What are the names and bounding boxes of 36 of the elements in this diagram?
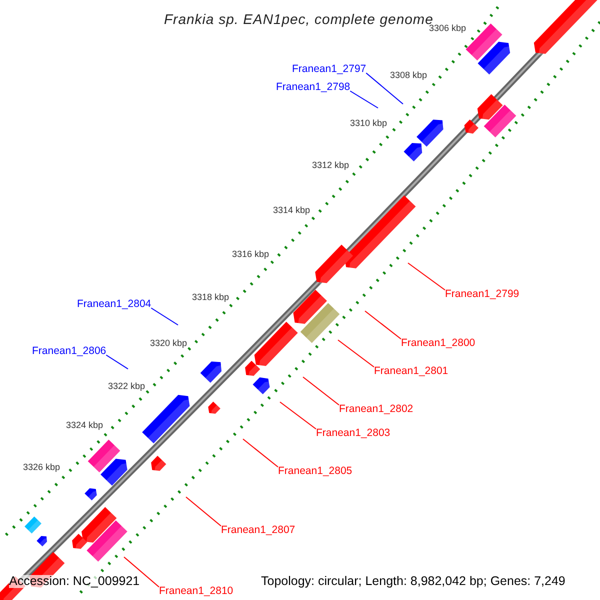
tick-label: 3326 kbp	[23, 463, 60, 472]
tick-label: 3324 kbp	[66, 421, 104, 430]
tick-label: 3314 kbp	[273, 206, 310, 215]
gene-label: Franean1_2804	[77, 297, 152, 311]
tick-label: 3316 kbp	[232, 250, 270, 259]
gene-label: Franean1_2798	[276, 80, 350, 94]
leader-line	[150, 308, 178, 326]
leader-line	[408, 262, 446, 290]
gene-label: Franean1_2806	[32, 344, 106, 358]
leader-line	[124, 556, 160, 588]
tick-label: 3320 kbp	[150, 339, 188, 348]
leader-line	[186, 496, 222, 526]
leader-line	[302, 376, 340, 406]
tick-label: 3310 kbp	[350, 119, 388, 128]
gene-label: Franean1_2805	[278, 464, 352, 478]
gene-label: Franean1_2810	[159, 584, 234, 598]
tick-label: 3306 kbp	[429, 24, 466, 33]
gene-label: Franean1_2807	[221, 523, 296, 537]
gene-label: Franean1_2802	[339, 402, 414, 416]
tick-label: 3312 kbp	[312, 161, 350, 170]
leader-line	[366, 72, 404, 104]
gene-label: Franean1_2803	[316, 426, 390, 440]
gene-label: Franean1_2801	[374, 364, 448, 378]
gene-label: Franean1_2800	[401, 336, 476, 350]
genome-stats-text: Topology: circular; Length: 8,982,042 bp; Genes: 7,249	[261, 575, 566, 588]
leader-line	[280, 402, 316, 430]
gene-label: Franean1_2799	[445, 287, 520, 301]
leader-line	[364, 310, 402, 340]
leader-line	[350, 90, 378, 108]
tick-label: 3308 kbp	[390, 71, 428, 80]
tick-label: 3322 kbp	[108, 382, 146, 391]
tick-label: 3318 kbp	[192, 293, 230, 302]
leader-line	[338, 340, 374, 368]
gene-label: Franean1_2797	[292, 62, 366, 76]
leader-line	[106, 354, 128, 370]
leader-line	[242, 438, 278, 468]
